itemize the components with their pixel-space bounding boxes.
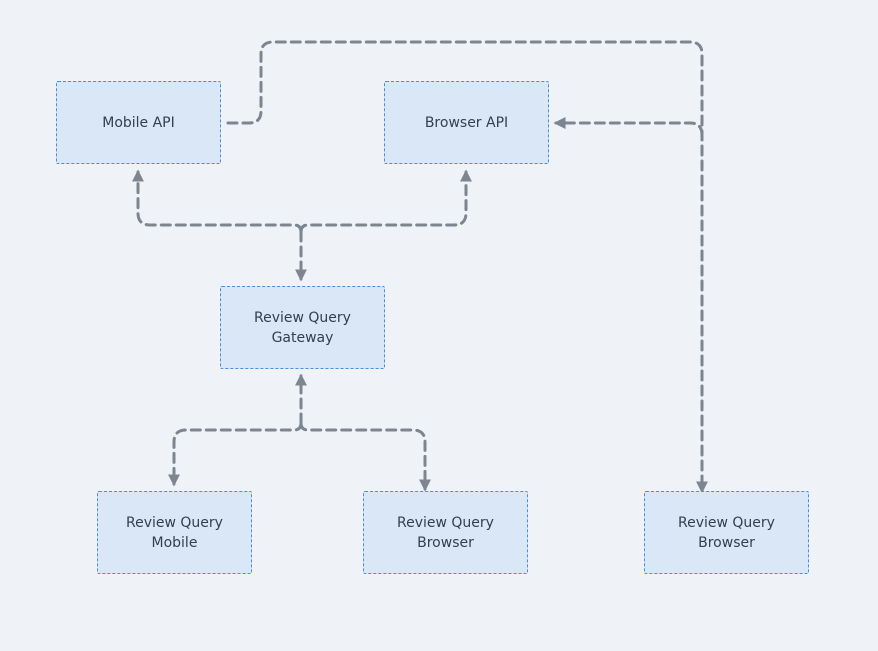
node-review-query-mobile[interactable]: Review Query Mobile [97, 491, 252, 574]
node-review-query-gateway-label: Review Query Gateway [254, 309, 351, 346]
node-review-query-browser-label: Review Query Browser [397, 514, 494, 551]
node-mobile-api[interactable]: Mobile API [56, 81, 221, 164]
node-review-query-gateway[interactable]: Review Query Gateway [220, 286, 385, 369]
node-review-query-browser-2[interactable]: Review Query Browser [644, 491, 809, 574]
node-review-query-mobile-label: Review Query Mobile [126, 514, 223, 551]
edge-gateway-to-rq-mobile [168, 421, 303, 487]
node-browser-api-label: Browser API [424, 114, 509, 131]
edge-gateway-to-rq-browser [299, 421, 431, 492]
edge-gateway-to-mobile-api [132, 169, 303, 234]
edge-rq-browser-2-to-browser-api [553, 117, 704, 137]
node-review-query-browser[interactable]: Review Query Browser [363, 491, 528, 574]
node-browser-api[interactable]: Browser API [384, 81, 549, 164]
node-mobile-api-label: Mobile API [102, 114, 175, 131]
edge-gateway-to-browser-api [299, 169, 472, 234]
node-review-query-browser-2-label: Review Query Browser [678, 514, 775, 551]
edge-mobile-api-to-rq-browser-2 [226, 40, 708, 494]
